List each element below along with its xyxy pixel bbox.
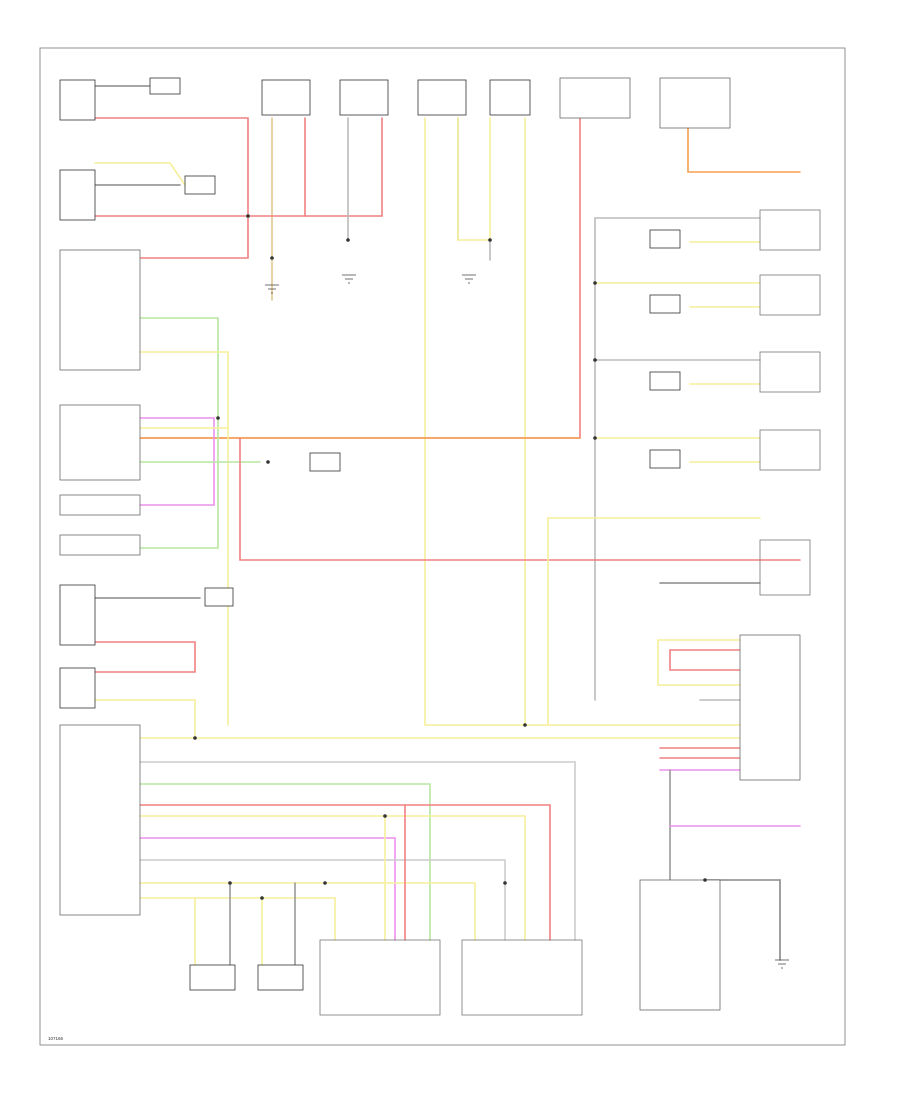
- wire-yellow-bus-3: [139, 815, 526, 941]
- diagram-frame: [39, 47, 846, 1046]
- wire-red-top-right: [139, 117, 581, 439]
- components: [59, 77, 821, 1016]
- fuse-block-top: [559, 77, 631, 119]
- ground-2: [462, 274, 476, 284]
- right-marker-frame-3: [759, 351, 821, 393]
- hazard-switch: [59, 494, 141, 516]
- lamp-rear-marker-4: [489, 79, 531, 116]
- brake-switch: [59, 584, 96, 646]
- wire-red-module-2: [669, 649, 741, 671]
- lamp-rear-marker-2: [339, 79, 389, 116]
- junction-dot: [488, 238, 492, 242]
- wire-pink-bus: [139, 837, 396, 941]
- wire-black-bottom-right: [704, 879, 781, 961]
- junction-dot: [703, 878, 707, 882]
- wire-yellow-hl: [139, 351, 229, 726]
- junction-dot: [270, 256, 274, 260]
- junction-dot: [346, 238, 350, 242]
- junction-dot: [523, 723, 527, 727]
- wires: [94, 85, 801, 971]
- wire-red-2: [247, 117, 306, 217]
- exterior-lighting-module: [59, 249, 141, 371]
- right-marker-frame-1: [759, 209, 821, 251]
- junction-dot: [193, 736, 197, 740]
- fuse-brake: [204, 587, 234, 607]
- ground-1: [342, 274, 356, 284]
- grounds: [265, 274, 789, 969]
- lamp-left-front-park-2: [59, 169, 96, 221]
- junction-dot: [503, 881, 507, 885]
- right-rear-combo-lamp: [461, 939, 583, 1016]
- lamp-rear-marker-1: [261, 79, 311, 116]
- lamp-right-side-1: [649, 229, 681, 249]
- wire-yellow-module-2: [657, 639, 741, 686]
- junction-dot: [260, 896, 264, 900]
- diagram-id: 107166: [48, 1036, 64, 1041]
- lamp-right-side-3: [649, 371, 681, 391]
- junction-dot: [383, 814, 387, 818]
- junction-dot: [323, 881, 327, 885]
- junction-dot: [246, 214, 250, 218]
- backup-lamp-frame: [759, 539, 811, 596]
- wire-red-brake: [94, 641, 196, 673]
- wire-yellow-brake: [94, 699, 196, 739]
- junction-dot: [593, 281, 597, 285]
- trailer-module: [639, 879, 721, 1011]
- wire-red-bus: [139, 804, 551, 941]
- junctions: [193, 214, 707, 900]
- fuse-top-left: [149, 77, 181, 95]
- ground-4: [775, 959, 789, 969]
- wire-red-top-left: [94, 117, 249, 259]
- junction-dot: [216, 416, 220, 420]
- lamp-left-front-park: [59, 79, 96, 121]
- license-lamp-right: [257, 964, 304, 991]
- lamp-right-side-4: [649, 449, 681, 469]
- license-lamp-left: [189, 964, 236, 991]
- wire-yellow-4b: [457, 117, 491, 241]
- rain-sensor: [59, 534, 141, 556]
- relay-right-mid: [309, 452, 341, 472]
- lamp-right-side-2: [649, 294, 681, 314]
- right-marker-frame-2: [759, 274, 821, 316]
- body-control-module: [59, 724, 141, 916]
- wire-orange-top-right: [687, 127, 801, 173]
- relay-park-small: [184, 175, 216, 195]
- wire-gray-bus-2: [139, 859, 506, 941]
- junction-dot: [593, 358, 597, 362]
- lighting-control-module: [739, 634, 801, 781]
- wire-gray-bus: [139, 761, 576, 941]
- ground-3: [265, 284, 279, 294]
- fuse-block-top-right: [659, 77, 731, 129]
- left-rear-combo-lamp: [319, 939, 441, 1016]
- wire-green-hl: [139, 317, 219, 549]
- junction-dot: [266, 460, 270, 464]
- wire-yellow-bus-5: [139, 897, 336, 941]
- right-marker-frame-4: [759, 429, 821, 471]
- wire-green-bus: [139, 783, 431, 941]
- wire-red-3: [304, 117, 383, 217]
- lamp-rear-marker-3: [417, 79, 467, 116]
- clutch-switch: [59, 667, 96, 709]
- wire-yellow-left-park: [94, 162, 201, 186]
- wire-yellow-bus-4: [139, 882, 476, 941]
- headlight-switch: [59, 404, 141, 481]
- junction-dot: [593, 436, 597, 440]
- junction-dot: [228, 881, 232, 885]
- wire-red-hl-long: [239, 437, 801, 561]
